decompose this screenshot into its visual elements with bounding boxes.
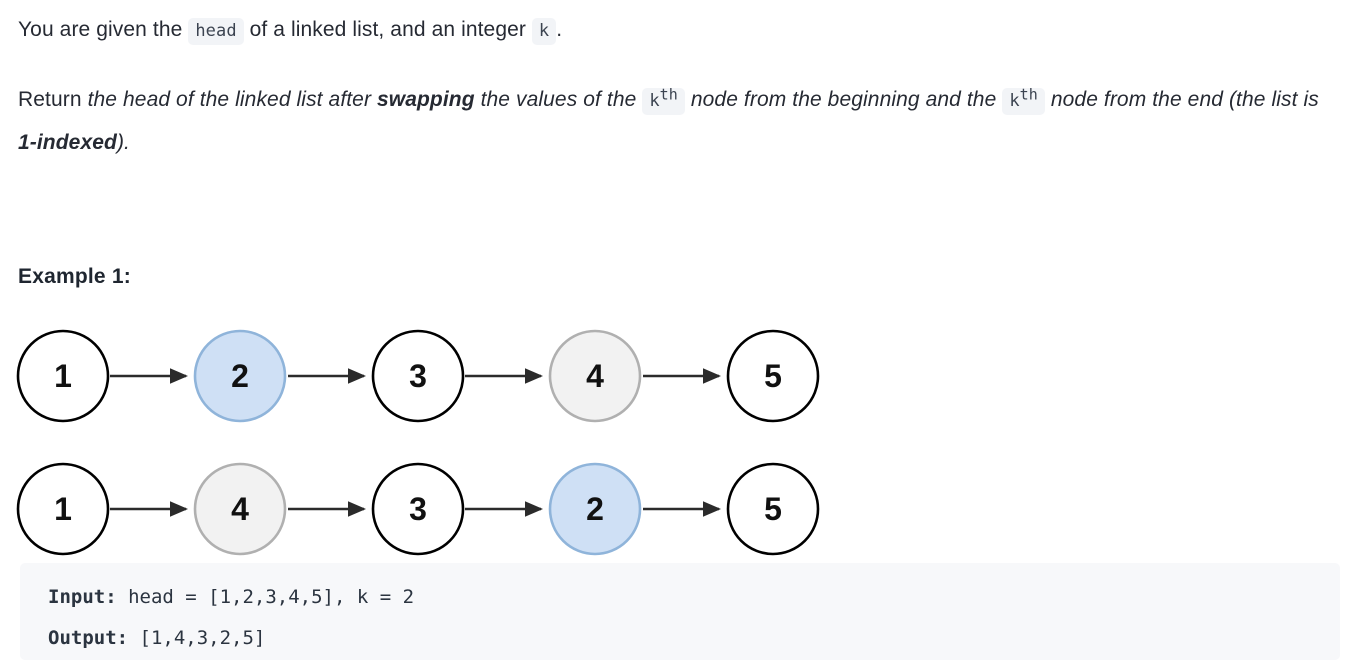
problem-paragraph-2: Return the head of the linked list after… — [18, 79, 1330, 164]
output-list-node-3: 3 — [371, 462, 465, 556]
paragraph2-italic-5: ). — [116, 131, 130, 154]
output-list-node-5: 5 — [726, 462, 820, 556]
output-linked-list-svg: 1 4 3 2 5 — [16, 462, 820, 556]
inline-code-kth-end: kth — [1002, 85, 1045, 115]
node-label: 4 — [586, 358, 604, 394]
node-label: 2 — [586, 491, 604, 527]
input-list-node-5: 5 — [726, 329, 820, 423]
output-list-node-4: 2 — [548, 462, 642, 556]
output-list-node-2: 4 — [193, 462, 287, 556]
output-label: Output: — [48, 627, 129, 649]
node-label: 2 — [231, 358, 249, 394]
node-label: 5 — [764, 491, 782, 527]
paragraph1-text-middle: of a linked list, and an integer — [243, 18, 532, 41]
paragraph2-bold-one-indexed: 1-indexed — [18, 131, 117, 154]
paragraph1-text-before: You are given the — [18, 18, 189, 41]
example-input-line: Input: head = [1,2,3,4,5], k = 2 — [48, 577, 1340, 618]
paragraph2-italic-2: the values of the — [474, 88, 643, 111]
input-list-node-4: 4 — [548, 329, 642, 423]
inline-code-k: k — [531, 18, 557, 45]
example-1-heading: Example 1: — [18, 265, 131, 288]
input-list-node-2: 2 — [193, 329, 287, 423]
input-value: head = [1,2,3,4,5], k = 2 — [116, 586, 415, 608]
node-label: 4 — [231, 491, 249, 527]
node-label: 1 — [54, 491, 72, 527]
input-linked-list-svg: 1 2 3 4 5 — [16, 329, 820, 423]
paragraph2-italic-3: node from the beginning and the — [684, 88, 1003, 111]
input-linked-list-diagram: 1 2 3 4 5 — [0, 328, 840, 428]
paragraph2-italic-4: node from the end (the list is — [1044, 88, 1319, 111]
input-list-node-3: 3 — [371, 329, 465, 423]
inline-code-head: head — [188, 18, 244, 45]
kth-end-superscript: th — [1019, 85, 1038, 104]
output-value: [1,4,3,2,5] — [128, 627, 266, 649]
node-label: 3 — [409, 491, 427, 527]
output-list-node-1: 1 — [16, 462, 110, 556]
example-code-block: Input: head = [1,2,3,4,5], k = 2 Output:… — [20, 563, 1340, 660]
problem-paragraph-1: You are given the head of a linked list,… — [18, 9, 1330, 52]
paragraph2-lead: Return — [18, 88, 88, 111]
node-label: 1 — [54, 358, 72, 394]
example-output-line: Output: [1,4,3,2,5] — [48, 618, 1340, 659]
paragraph2-italic-1: the head of the linked list after — [87, 88, 377, 111]
paragraph2-bold-swapping: swapping — [377, 88, 475, 111]
output-linked-list-diagram: 1 4 3 2 5 — [0, 461, 840, 561]
paragraph1-text-after: . — [556, 18, 563, 41]
inline-code-kth-begin: kth — [642, 85, 685, 115]
kth-begin-superscript: th — [659, 85, 678, 104]
node-label: 5 — [764, 358, 782, 394]
kth-begin-base: k — [649, 91, 660, 111]
node-label: 3 — [409, 358, 427, 394]
input-label: Input: — [48, 586, 117, 608]
input-list-node-1: 1 — [16, 329, 110, 423]
kth-end-base: k — [1009, 91, 1020, 111]
